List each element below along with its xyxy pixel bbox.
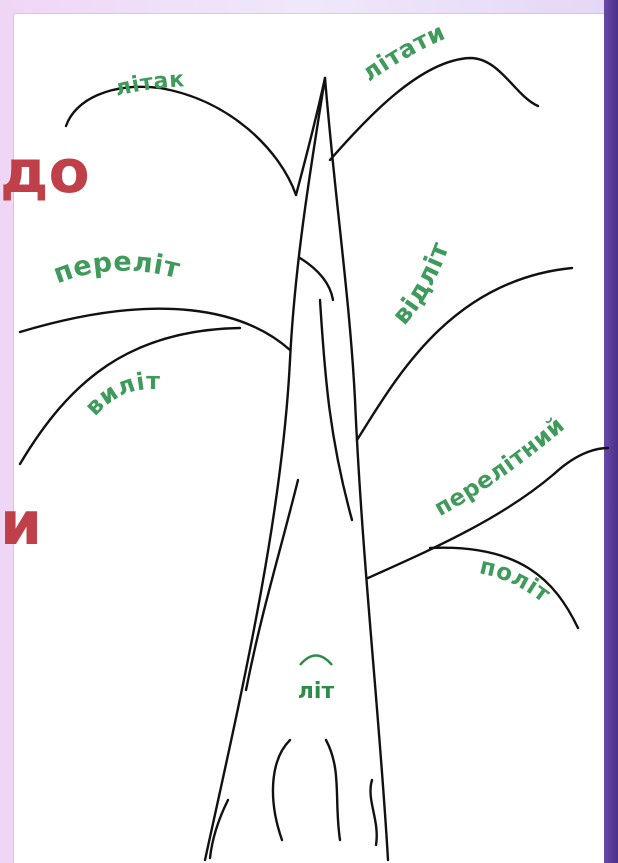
label-perelitnyi: перелітний [430, 412, 570, 522]
label-vylit: виліт [79, 367, 160, 421]
branch-labels: літак літати переліт відліт виліт перелі… [49, 18, 570, 608]
label-litaty: літати [357, 18, 450, 87]
root-arc-mark [300, 656, 332, 666]
label-litak: літак [113, 67, 186, 102]
root-word: літ [298, 656, 335, 705]
root-label: літ [298, 679, 335, 704]
label-perelit: переліт [49, 247, 183, 290]
label-vidlit: відліт [387, 238, 456, 331]
